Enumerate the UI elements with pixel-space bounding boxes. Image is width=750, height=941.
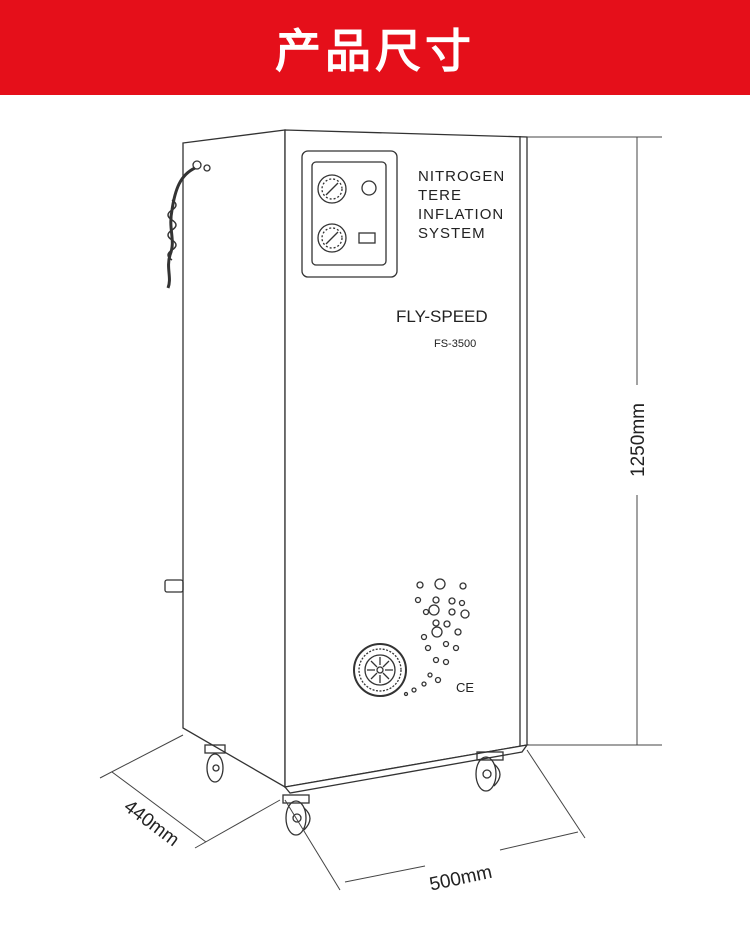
width-dimension: 500mm xyxy=(428,862,494,896)
pressure-gauge-icon xyxy=(317,223,347,253)
indicator-light-icon xyxy=(361,180,377,196)
model-number: FS-3500 xyxy=(434,338,476,350)
bubbles-icon xyxy=(403,578,470,697)
hose-icon xyxy=(166,166,196,289)
ce-mark: CE xyxy=(456,680,474,695)
pressure-gauge-icon xyxy=(317,174,347,204)
page-title: 产品尺寸 xyxy=(275,23,475,78)
depth-dimension: 440mm xyxy=(120,796,183,851)
height-dimension: 1250mm xyxy=(628,403,649,477)
panel-line-4: SYSTEM xyxy=(418,225,486,242)
panel-line-2: TERE xyxy=(418,187,462,204)
caster-wheel-icon xyxy=(475,751,504,792)
caster-wheel-icon xyxy=(204,744,226,783)
switch-icon xyxy=(358,232,376,244)
cabinet-side xyxy=(182,129,286,789)
panel-line-1: NITROGEN xyxy=(418,168,505,185)
tire-logo-icon xyxy=(353,643,407,697)
caster-wheel-icon xyxy=(282,794,311,836)
dimension-lines xyxy=(99,136,662,891)
header-banner: 产品尺寸 xyxy=(0,0,750,95)
panel-line-3: INFLATION xyxy=(418,206,504,223)
brand-name: FLY-SPEED xyxy=(396,307,488,326)
control-panel xyxy=(301,150,398,278)
